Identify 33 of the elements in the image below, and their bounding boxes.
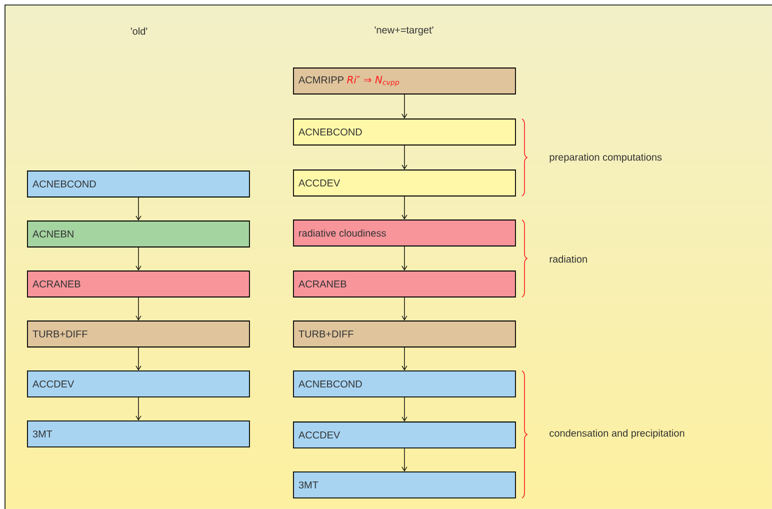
process-box: ACNEBN xyxy=(27,220,250,248)
process-box: ACRANEB xyxy=(293,270,516,298)
process-box: ACNEBCOND xyxy=(293,370,516,398)
arrow xyxy=(136,197,142,221)
process-box: ACMRIPP Ri″ ⇒ N$_{cvpp}$ xyxy=(293,68,516,94)
group-label: preparation computations xyxy=(550,153,662,163)
arrow xyxy=(402,145,408,170)
group-label: radiation xyxy=(550,255,587,263)
arrow xyxy=(402,347,408,371)
arrow xyxy=(402,94,408,119)
process-box: TURB+DIFF xyxy=(293,320,516,348)
arrow xyxy=(402,196,408,220)
arrow xyxy=(402,297,408,321)
process-box: radiative cloudiness xyxy=(293,220,516,246)
process-box: ACRANEB xyxy=(27,270,250,298)
arrow xyxy=(136,297,142,321)
process-box: ACCDEV xyxy=(293,170,516,196)
process-box: ACNEBCOND xyxy=(293,118,516,146)
process-box: TURB+DIFF xyxy=(27,320,250,348)
arrow xyxy=(402,397,408,422)
column-heading: 'old' xyxy=(130,27,148,35)
process-box: 3MT xyxy=(293,472,516,498)
column-heading: 'new+=target' xyxy=(374,26,434,36)
arrow xyxy=(136,347,142,371)
arrow xyxy=(136,397,142,421)
arrow xyxy=(402,246,408,271)
process-box: ACCDEV xyxy=(27,370,250,398)
process-box: 3MT xyxy=(27,420,250,448)
process-box: ACCDEV xyxy=(293,422,516,448)
process-box: ACNEBCOND xyxy=(27,170,250,198)
arrow xyxy=(136,247,142,271)
group-label: condensation and precipitation xyxy=(550,429,684,439)
arrow xyxy=(402,448,408,472)
